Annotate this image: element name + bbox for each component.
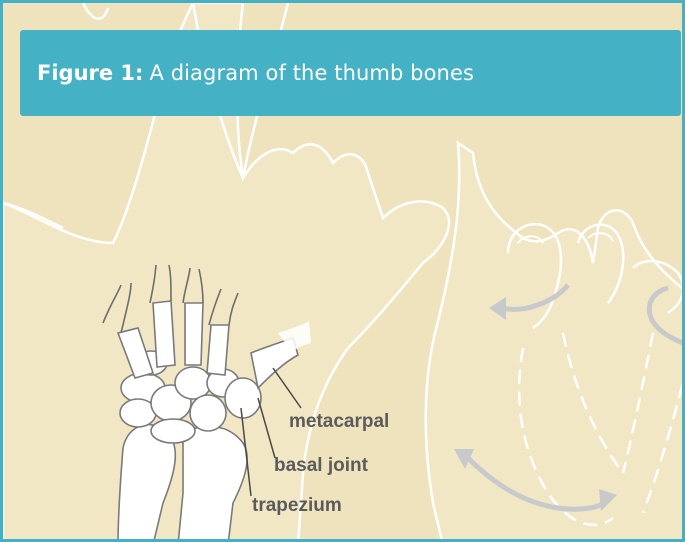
metacarpal-3 bbox=[185, 303, 203, 365]
figure-caption-banner: Figure 1: A diagram of the thumb bones bbox=[20, 30, 681, 116]
carpal-bone-5 bbox=[175, 367, 211, 399]
label-trapezium: trapezium bbox=[252, 495, 342, 517]
label-metacarpal: metacarpal bbox=[289, 411, 389, 433]
metacarpal-4 bbox=[153, 301, 175, 367]
trapezium-bone bbox=[225, 378, 261, 418]
carpal-bone-6 bbox=[190, 395, 226, 431]
metacarpal-2 bbox=[207, 325, 229, 375]
carpal-bone-4 bbox=[151, 419, 195, 443]
label-basal-joint: basal joint bbox=[274, 455, 368, 477]
figure-number: Figure 1: bbox=[37, 61, 143, 85]
figure-title: A diagram of the thumb bones bbox=[149, 61, 474, 85]
